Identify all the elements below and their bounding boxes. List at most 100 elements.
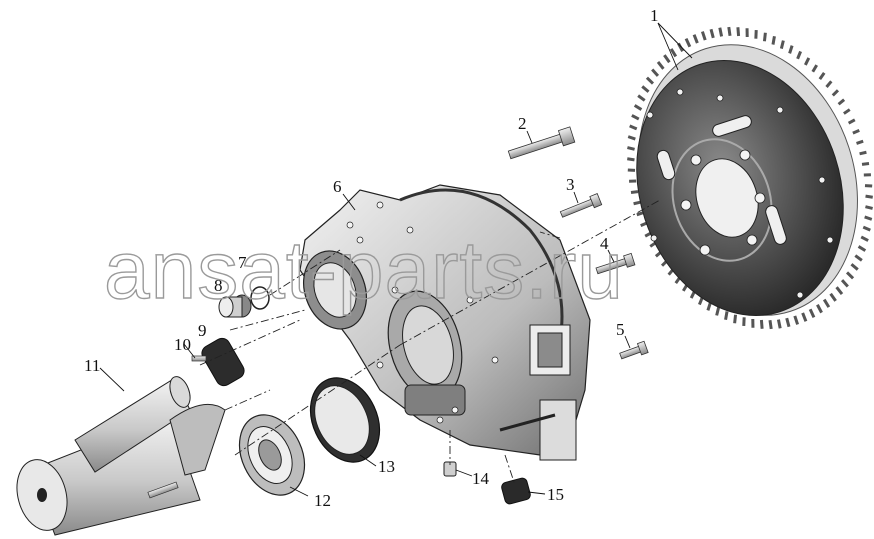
gear-tooth: [788, 45, 794, 54]
gear-tooth: [803, 57, 811, 66]
callout-1: 1: [650, 6, 659, 25]
gear-tooth: [818, 72, 826, 80]
gear-tooth: [627, 146, 635, 151]
gear-tooth: [727, 26, 732, 37]
callout-13: 13: [378, 457, 395, 476]
gear-tooth: [776, 319, 782, 329]
gear-tooth: [629, 124, 638, 131]
gear-tooth: [669, 48, 678, 58]
gear-tooth: [779, 40, 785, 49]
gear-tooth: [759, 319, 764, 329]
o-ring-7: [250, 286, 270, 310]
gear-tooth: [847, 118, 856, 125]
leader-lines: [99, 22, 693, 497]
callout-7: 7: [238, 253, 247, 272]
gear-tooth: [645, 76, 655, 85]
gear-tooth: [724, 311, 729, 320]
gear-tooth: [768, 319, 773, 330]
gear-teeth: [627, 26, 873, 330]
callout-2: 2: [518, 114, 527, 133]
callout-8: 8: [214, 276, 223, 295]
bolt-5: [619, 340, 649, 360]
flywheel-ring-gear: [627, 26, 873, 330]
bolt-3: [559, 193, 603, 218]
gear-tooth: [651, 68, 660, 77]
assembly-centerlines: [199, 199, 661, 486]
gear-tooth: [862, 225, 871, 232]
callout-14: 14: [472, 469, 490, 488]
watermark-text: ansat-parts.ru: [104, 225, 624, 316]
gear-tooth: [627, 157, 635, 162]
gear-tooth: [854, 254, 863, 262]
plug-8: [218, 294, 252, 318]
gear-tooth: [631, 114, 640, 121]
gear-tooth: [656, 61, 665, 70]
gear-tooth: [630, 190, 639, 195]
callout-labels: 1 2 3 4 5 6 7 8 9 10 11 12 13 14 15: [84, 6, 659, 510]
callout-11: 11: [84, 356, 100, 375]
gear-tooth: [700, 31, 707, 41]
gear-tooth: [715, 307, 721, 316]
gear-tooth: [857, 245, 867, 252]
gear-tooth: [835, 286, 844, 295]
callout-4: 4: [600, 234, 609, 253]
callout-6: 6: [333, 177, 342, 196]
bolt-4: [595, 252, 636, 275]
gear-tooth: [793, 315, 800, 325]
ball-bearing: [238, 414, 306, 496]
gear-tooth: [852, 129, 860, 135]
cover-plate-9: [201, 337, 245, 387]
gear-tooth: [843, 108, 851, 115]
gear-tooth: [816, 304, 823, 314]
gear-tooth: [825, 80, 833, 88]
gear-tooth: [850, 263, 859, 271]
gear-tooth: [829, 292, 837, 302]
gear-tooth: [811, 64, 818, 73]
gear-tooth: [865, 194, 873, 199]
gear-tooth: [627, 135, 636, 141]
gear-tooth: [698, 296, 704, 306]
gear-tooth: [641, 85, 650, 93]
oil-seal: [309, 377, 381, 463]
gear-tooth: [636, 211, 644, 217]
gear-tooth: [709, 28, 715, 39]
gear-tooth: [736, 27, 741, 37]
gear-tooth: [861, 161, 870, 166]
gear-tooth: [831, 89, 840, 97]
callout-10: 10: [174, 335, 191, 354]
gear-tooth: [822, 298, 831, 308]
callout-5: 5: [616, 320, 625, 339]
gear-tooth: [637, 94, 646, 102]
gear-tooth: [663, 54, 671, 64]
mount-15: [501, 477, 531, 505]
gear-tooth: [856, 139, 864, 145]
gear-tooth: [837, 98, 846, 106]
gear-tooth: [785, 317, 791, 328]
gear-tooth: [859, 150, 867, 156]
gear-tooth: [771, 36, 776, 45]
gear-tooth: [796, 50, 802, 60]
gear-tooth: [808, 308, 816, 318]
gear-tooth: [718, 27, 724, 37]
gear-tooth: [845, 271, 855, 280]
callout-15: 15: [547, 485, 564, 504]
gear-tooth: [865, 205, 873, 210]
gear-tooth: [684, 38, 692, 48]
gear-tooth: [733, 314, 738, 324]
gear-tooth: [633, 104, 643, 111]
gear-tooth: [706, 302, 712, 311]
callout-9: 9: [198, 321, 207, 340]
callout-3: 3: [566, 175, 575, 194]
gear-tooth: [864, 215, 873, 221]
gear-tooth: [801, 312, 808, 322]
starter-motor: [16, 376, 226, 536]
gear-tooth: [860, 235, 869, 242]
gear-tooth: [692, 34, 699, 44]
screw-10: [191, 355, 207, 362]
gear-tooth: [633, 200, 641, 206]
callout-12: 12: [314, 491, 331, 510]
gear-tooth: [762, 32, 767, 42]
bolt-2: [507, 126, 576, 160]
gear-tooth: [840, 279, 849, 288]
